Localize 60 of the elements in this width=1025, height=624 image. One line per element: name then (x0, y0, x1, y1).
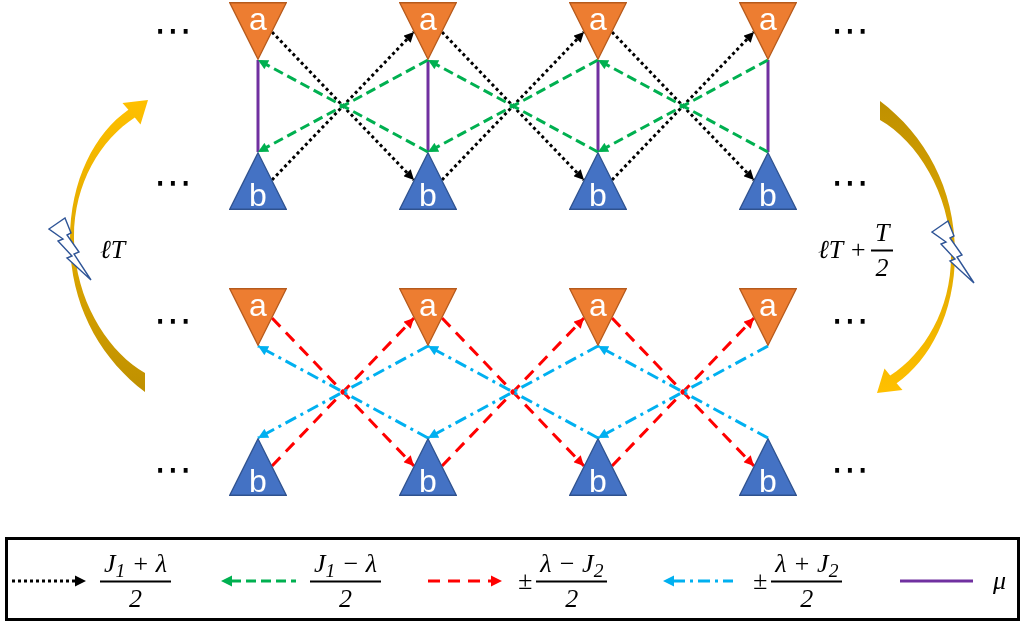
triangle-node (739, 438, 797, 496)
solid-line (426, 60, 430, 152)
triangle-node (739, 288, 797, 346)
ellipsis: ⋯ (154, 163, 192, 201)
triangle-node (229, 438, 287, 496)
node-label: a (419, 291, 437, 320)
triangle-node (569, 438, 627, 496)
node-label: a (589, 5, 607, 34)
triangle-node (399, 152, 457, 210)
triangle-node (399, 288, 457, 346)
crossing-dotted-arrows (440, 30, 586, 182)
ellipsis: ⋯ (831, 11, 869, 49)
triangle-node (739, 2, 797, 60)
node-label: b (419, 181, 437, 210)
triangle-node (399, 438, 457, 496)
triangle-node (569, 2, 627, 60)
crossing-dashed-arrows (257, 58, 429, 154)
ellipsis: ⋯ (154, 11, 192, 49)
node-label: a (759, 5, 777, 34)
solid-line (596, 60, 600, 152)
node-label: b (759, 467, 777, 496)
crossing-dashed-arrows (597, 58, 769, 154)
crossing-dash-dot-arrows (427, 344, 599, 440)
node-label: b (759, 181, 777, 210)
node-label: b (419, 467, 437, 496)
triangle-node (229, 152, 287, 210)
ellipsis: ⋯ (154, 450, 192, 488)
legend-label: μ (993, 565, 1007, 595)
crossing-dashed-arrows (440, 316, 586, 468)
legend-label: J$_{1}$ − λ 2 (310, 547, 382, 615)
crossing-dash-dot-arrows (257, 344, 429, 440)
node-label: b (249, 467, 267, 496)
solid-line (256, 60, 260, 152)
triangle-node (399, 2, 457, 60)
node-label: a (249, 5, 267, 34)
crossing-dashed-arrows (427, 58, 599, 154)
triangle-node (569, 288, 627, 346)
crossing-dotted-arrows (270, 30, 416, 182)
node-label: a (249, 291, 267, 320)
ellipsis: ⋯ (831, 301, 869, 339)
triangle-node (569, 152, 627, 210)
ellipsis: ⋯ (831, 163, 869, 201)
solid-line (766, 60, 770, 152)
ellipsis: ⋯ (831, 450, 869, 488)
legend-label: J$_{1}$ + λ 2 (100, 547, 172, 615)
node-label: a (759, 291, 777, 320)
ellipsis: ⋯ (154, 301, 192, 339)
node-label: b (249, 181, 267, 210)
triangle-node (739, 152, 797, 210)
node-label: a (589, 291, 607, 320)
triangle-node (229, 2, 287, 60)
crossing-dashed-arrows (610, 316, 756, 468)
node-label: a (419, 5, 437, 34)
node-label: b (589, 181, 607, 210)
crossing-dotted-arrows (610, 30, 756, 182)
node-label: b (589, 467, 607, 496)
triangle-node (229, 288, 287, 346)
crossing-dashed-arrows (270, 316, 416, 468)
crossing-dash-dot-arrows (597, 344, 769, 440)
time-label: ℓT (100, 234, 126, 264)
